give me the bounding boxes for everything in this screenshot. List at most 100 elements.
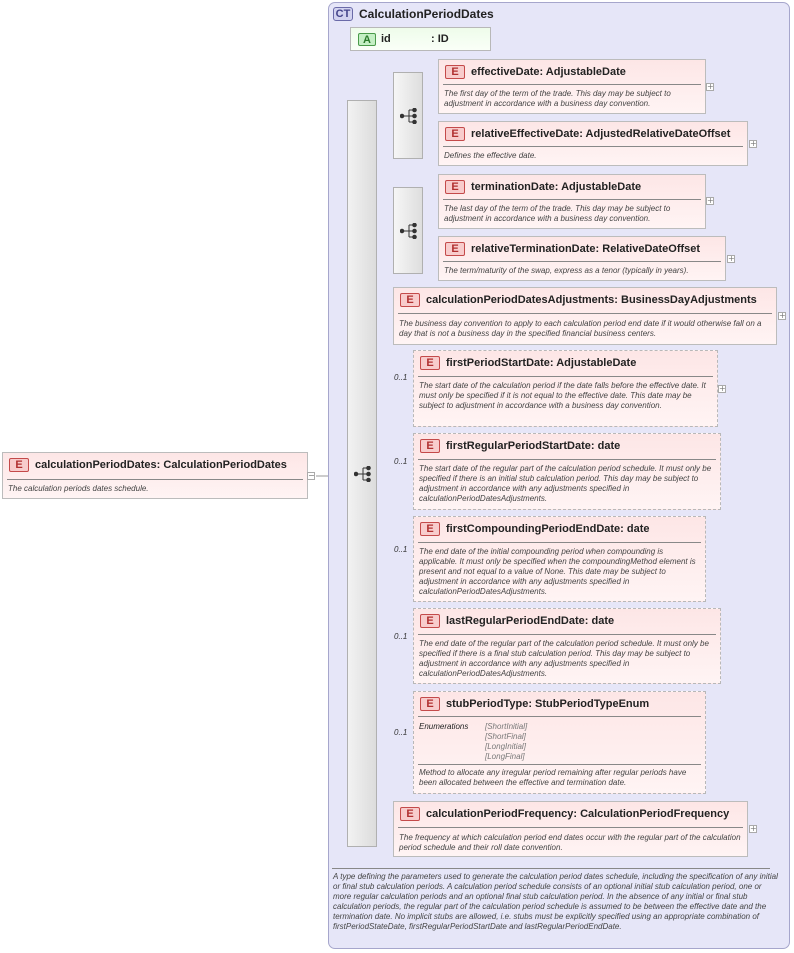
- element-lastRegularPeriodEndDate[interactable]: E lastRegularPeriodEndDate: date The end…: [413, 608, 721, 684]
- element-head: E effectiveDate: AdjustableDate: [445, 65, 626, 79]
- element-title: firstRegularPeriodStartDate: date: [446, 440, 621, 452]
- element-doc: Defines the effective date.: [444, 151, 537, 160]
- element-relativeEffectiveDate[interactable]: E relativeEffectiveDate: AdjustedRelativ…: [438, 121, 748, 166]
- divider: [418, 716, 701, 717]
- attribute-name: id: [381, 33, 391, 45]
- element-calculationPeriodFrequency[interactable]: E calculationPeriodFrequency: Calculatio…: [393, 801, 748, 857]
- element-badge: E: [445, 242, 465, 256]
- element-badge: E: [400, 293, 420, 307]
- plus-expander-icon[interactable]: −: [307, 471, 315, 480]
- element-relativeTerminationDate[interactable]: E relativeTerminationDate: RelativeDateO…: [438, 236, 726, 281]
- element-badge: E: [420, 614, 440, 628]
- element-badge: E: [445, 65, 465, 79]
- plus-expander-icon[interactable]: +: [706, 196, 714, 205]
- element-doc: The frequency at which calculation perio…: [399, 833, 741, 852]
- divider: [398, 313, 772, 314]
- element-stubPeriodType[interactable]: E stubPeriodType: StubPeriodTypeEnum Enu…: [413, 691, 706, 794]
- element-firstPeriodStartDate[interactable]: E firstPeriodStartDate: AdjustableDate T…: [413, 350, 718, 427]
- divider: [443, 146, 743, 147]
- element-badge: E: [445, 127, 465, 141]
- cardinality-label: 0..1: [394, 728, 408, 737]
- plus-expander-icon[interactable]: +: [778, 311, 786, 320]
- sequence-compositor[interactable]: [347, 100, 377, 847]
- sequence-compositor-icon: [354, 466, 371, 482]
- element-badge: E: [420, 356, 440, 370]
- element-doc: The start date of the regular part of th…: [419, 464, 712, 503]
- plus-expander-icon[interactable]: +: [718, 384, 726, 393]
- divider: [443, 84, 701, 85]
- enum-value: [ShortInitial]: [485, 722, 528, 731]
- complex-type-header: CT CalculationPeriodDates: [333, 7, 494, 21]
- plus-expander-icon[interactable]: +: [749, 139, 757, 148]
- enumerations-label: Enumerations: [419, 722, 469, 731]
- attribute-id[interactable]: A id : ID: [350, 27, 491, 51]
- element-badge: E: [420, 697, 440, 711]
- enum-value: [LongInitial]: [485, 742, 526, 751]
- element-title: relativeTerminationDate: RelativeDateOff…: [471, 243, 701, 255]
- choice-compositor-icon: [400, 108, 417, 124]
- divider: [418, 542, 701, 543]
- element-doc: Method to allocate any irregular period …: [419, 768, 687, 787]
- divider: [443, 261, 721, 262]
- element-firstRegularPeriodStartDate[interactable]: E firstRegularPeriodStartDate: date The …: [413, 433, 721, 510]
- element-title: calculationPeriodDates: CalculationPerio…: [35, 459, 287, 471]
- element-title: firstCompoundingPeriodEndDate: date: [446, 523, 650, 535]
- divider: [418, 764, 701, 765]
- element-badge: E: [420, 439, 440, 453]
- element-head: E lastRegularPeriodEndDate: date: [420, 614, 614, 628]
- cardinality-label: 0..1: [394, 373, 408, 382]
- divider: [7, 479, 303, 480]
- divider: [443, 199, 701, 200]
- plus-expander-icon[interactable]: +: [749, 824, 757, 833]
- element-head: E firstCompoundingPeriodEndDate: date: [420, 522, 650, 536]
- element-doc: The end date of the initial compounding …: [419, 547, 696, 596]
- element-doc: The last day of the term of the trade. T…: [444, 204, 671, 223]
- element-doc: The calculation periods dates schedule.: [8, 484, 149, 493]
- element-title: lastRegularPeriodEndDate: date: [446, 615, 615, 627]
- element-title: terminationDate: AdjustableDate: [471, 181, 642, 193]
- element-head: E firstRegularPeriodStartDate: date: [420, 439, 620, 453]
- plus-expander-icon[interactable]: +: [727, 254, 735, 263]
- cardinality-label: 0..1: [394, 632, 408, 641]
- complex-type-doc-divider: [332, 868, 770, 869]
- element-firstCompoundingPeriodEndDate[interactable]: E firstCompoundingPeriodEndDate: date Th…: [413, 516, 706, 602]
- complex-type-doc: A type defining the parameters used to g…: [333, 872, 778, 931]
- attribute-badge: A: [358, 33, 376, 46]
- element-title: calculationPeriodFrequency: CalculationP…: [426, 808, 730, 820]
- element-title: relativeEffectiveDate: AdjustedRelativeD…: [471, 128, 731, 140]
- cardinality-label: 0..1: [394, 545, 408, 554]
- attribute-type: : ID: [431, 33, 449, 45]
- element-doc: The term/maturity of the swap, express a…: [444, 266, 689, 275]
- element-doc: The first day of the term of the trade. …: [444, 89, 671, 108]
- element-title: calculationPeriodDatesAdjustments: Busin…: [426, 294, 757, 306]
- divider: [418, 459, 716, 460]
- divider: [398, 827, 743, 828]
- enum-value: [LongFinal]: [485, 752, 525, 761]
- choice-compositor-termination[interactable]: [393, 187, 423, 274]
- cardinality-label: 0..1: [394, 457, 408, 466]
- element-doc: The end date of the regular part of the …: [419, 639, 709, 678]
- element-head: E firstPeriodStartDate: AdjustableDate: [420, 356, 636, 370]
- enum-value: [ShortFinal]: [485, 732, 526, 741]
- root-element-calculationPeriodDates[interactable]: E calculationPeriodDates: CalculationPer…: [2, 452, 308, 499]
- element-badge: E: [445, 180, 465, 194]
- element-doc: The start date of the calculation period…: [419, 381, 706, 410]
- choice-compositor-icon: [400, 223, 417, 239]
- element-title: firstPeriodStartDate: AdjustableDate: [446, 357, 637, 369]
- element-head: E terminationDate: AdjustableDate: [445, 180, 641, 194]
- element-title: stubPeriodType: StubPeriodTypeEnum: [446, 698, 650, 710]
- divider: [418, 634, 716, 635]
- element-head: E calculationPeriodDatesAdjustments: Bus…: [400, 293, 757, 307]
- element-head: E relativeTerminationDate: RelativeDateO…: [445, 242, 700, 256]
- element-head: E relativeEffectiveDate: AdjustedRelativ…: [445, 127, 730, 141]
- element-calculationPeriodDatesAdjustments[interactable]: E calculationPeriodDatesAdjustments: Bus…: [393, 287, 777, 345]
- plus-expander-icon[interactable]: +: [706, 82, 714, 91]
- root-element-head: E calculationPeriodDates: CalculationPer…: [9, 458, 287, 472]
- element-doc: The business day convention to apply to …: [399, 319, 762, 338]
- element-terminationDate[interactable]: E terminationDate: AdjustableDate The la…: [438, 174, 706, 229]
- element-badge: E: [420, 522, 440, 536]
- element-effectiveDate[interactable]: E effectiveDate: AdjustableDate The firs…: [438, 59, 706, 114]
- element-badge: E: [400, 807, 420, 821]
- element-head: E stubPeriodType: StubPeriodTypeEnum: [420, 697, 649, 711]
- choice-compositor-effective[interactable]: [393, 72, 423, 159]
